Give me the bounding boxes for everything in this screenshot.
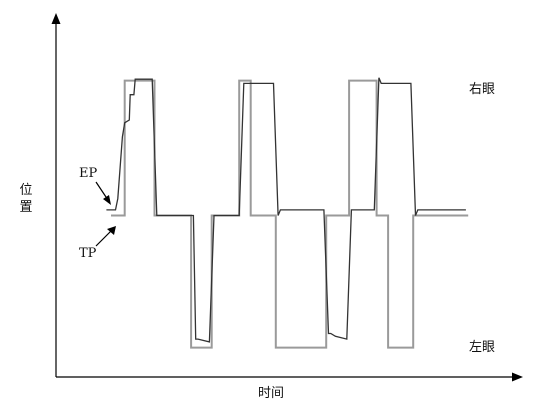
left-eye-label: 左眼 [469,340,495,355]
y-axis-arrow [51,13,61,24]
annotations-layer: 位 置 时间 右眼 左眼 EP TP [19,82,495,401]
right-eye-label: 右眼 [469,82,495,97]
tp-label: TP [79,246,97,261]
x-axis-arrow [512,372,523,382]
x-axis-label: 时间 [258,386,284,401]
ylabel-char-1: 置 [19,200,32,215]
ep-pointer-arrowhead [103,195,111,205]
series-line-ep [106,77,466,343]
tp-pointer-arrow [95,229,113,247]
ep-label: EP [79,166,97,181]
tp-pointer-arrowhead [107,226,116,235]
series-layer [106,77,469,349]
ylabel-char-0: 位 [19,183,32,198]
chart-axes [51,13,523,382]
series-line-tp [111,79,469,349]
